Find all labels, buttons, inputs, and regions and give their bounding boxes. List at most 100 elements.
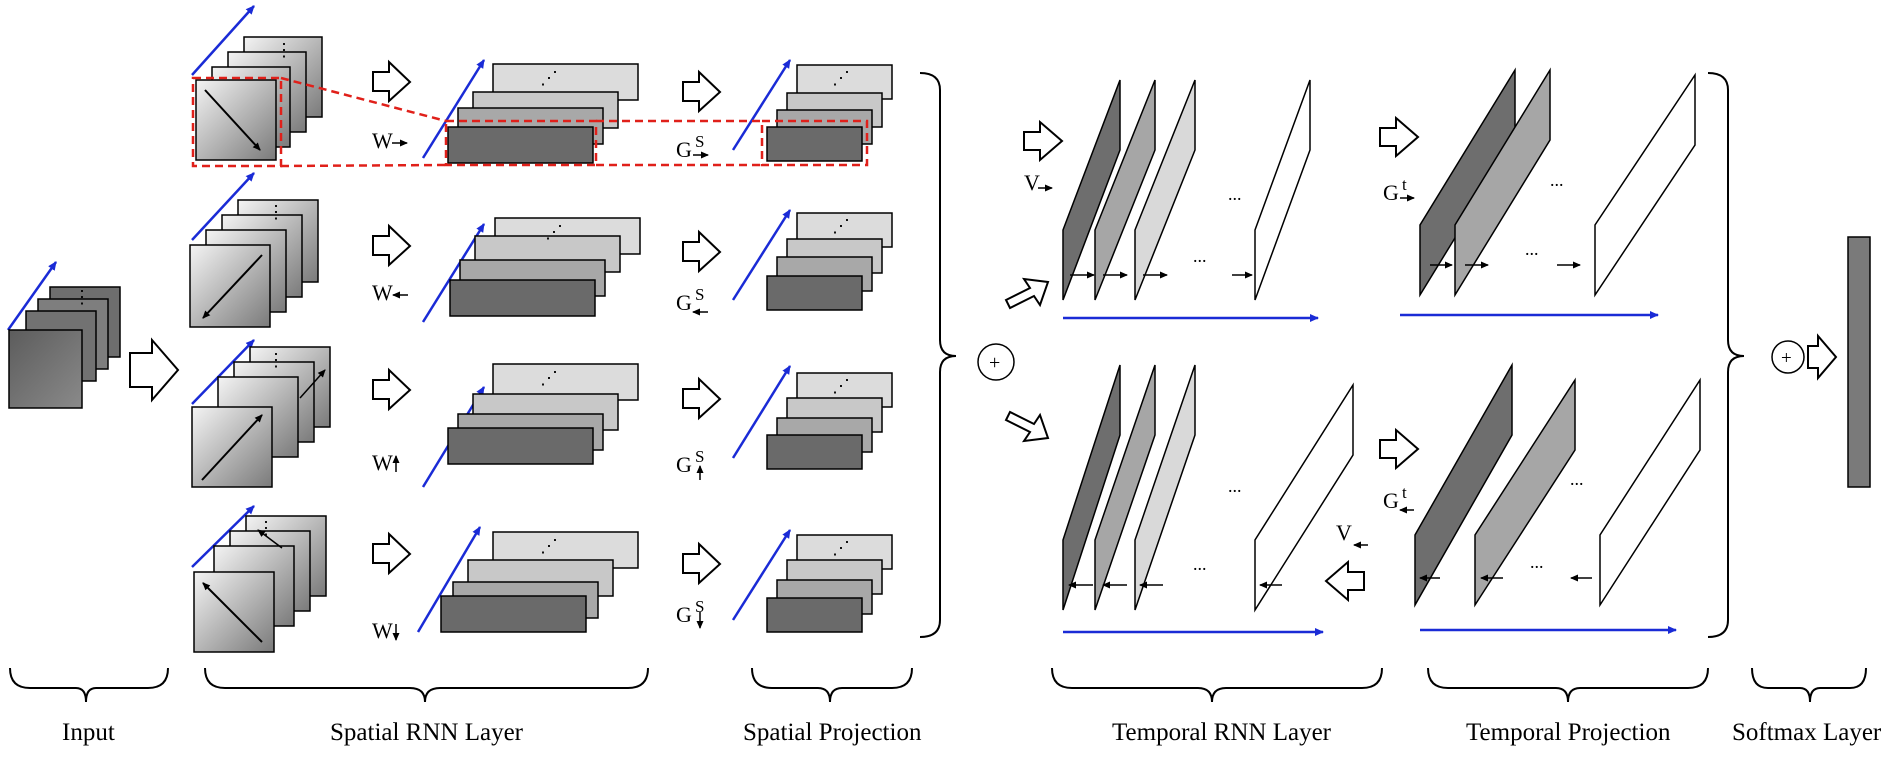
weight-v-right: V: [1024, 170, 1040, 195]
label-softmax: Softmax Layer: [1732, 719, 1882, 746]
weight-g-temporal-left: G: [1383, 488, 1399, 513]
weight-w-left: W: [372, 280, 393, 305]
svg-text:...: ...: [1525, 239, 1539, 259]
arrow-icon: [372, 367, 412, 412]
svg-text:S: S: [695, 285, 704, 304]
arrow-icon: [682, 541, 722, 586]
arrow-icon: [682, 69, 722, 114]
scan-direction-arrow: [202, 582, 263, 643]
svg-text:⋮: ⋮: [267, 202, 285, 222]
split-arrows: [1004, 277, 1050, 443]
spatial-weight-labels: W W W W: [372, 128, 408, 643]
arrow-icon: [1023, 119, 1064, 163]
scan-direction-arrow: [201, 414, 263, 481]
temporal-rnn-top: V ... ...: [1023, 79, 1319, 322]
spatial-hidden-stack-1: ⋰: [421, 59, 639, 164]
input-volume: ⋮: [6, 261, 121, 409]
svg-text:...: ...: [1228, 184, 1242, 204]
arrow-icon: [1379, 427, 1420, 471]
svg-text:S: S: [695, 132, 704, 151]
projection-hollow-arrows: [682, 69, 722, 586]
weight-g-temporal-right: G: [1383, 180, 1399, 205]
svg-text:⋮: ⋮: [267, 350, 285, 370]
bottom-braces: [9, 667, 1867, 703]
sum-node: [1771, 340, 1805, 374]
input-front-slice: [8, 329, 83, 409]
spatial-projection-labels: G S G S G S G S: [676, 132, 709, 629]
softmax-output-bar: [1847, 236, 1871, 488]
arrow-icon: [1004, 410, 1050, 443]
svg-text:...: ...: [1550, 170, 1564, 190]
softmax-block: +: [1771, 236, 1871, 488]
weight-g-right: G: [676, 137, 692, 162]
scan-direction-arrow: [204, 89, 261, 151]
spatial-input-stack-2: ⋮: [189, 172, 319, 328]
label-temporal-rnn: Temporal RNN Layer: [1112, 719, 1332, 746]
svg-text:...: ...: [1193, 554, 1207, 574]
weight-w-right: W: [372, 128, 393, 153]
spatial-projection-stack-2: ⋰: [731, 209, 893, 311]
arrow-icon: [1379, 115, 1420, 159]
arrow-icon: [1807, 333, 1838, 381]
svg-text:⋰: ⋰: [832, 538, 850, 558]
svg-text:+: +: [1781, 348, 1792, 369]
svg-text:S: S: [695, 447, 704, 466]
merge-brace: [919, 72, 957, 638]
arrow-icon: [682, 376, 722, 421]
temporal-projection-top: G t ... ...: [1379, 67, 1696, 319]
sum-node: +: [977, 343, 1015, 381]
merge-brace: [1707, 72, 1745, 638]
svg-text:⋰: ⋰: [832, 68, 850, 88]
label-temporal-projection: Temporal Projection: [1466, 719, 1671, 746]
spatial-hollow-arrows: [372, 59, 412, 576]
arrow-icon: [682, 229, 722, 274]
arrow-icon: [1004, 277, 1050, 310]
vdots-symbol: ⋮: [73, 287, 91, 307]
svg-text:⋰: ⋰: [832, 216, 850, 236]
spatial-projection-stack-3: ⋰: [731, 365, 893, 470]
spatial-hidden-stack-4: ⋰: [416, 526, 639, 633]
svg-text:...: ...: [1570, 469, 1584, 489]
input-to-spatial-arrow-icon: [129, 337, 180, 403]
arrow-icon: [372, 59, 412, 104]
label-input: Input: [62, 719, 115, 746]
weight-g-up: G: [676, 452, 692, 477]
weight-g-down: G: [676, 602, 692, 627]
svg-text:⋮: ⋮: [257, 518, 275, 538]
svg-text:⋰: ⋰: [540, 536, 558, 556]
svg-text:...: ...: [1193, 246, 1207, 266]
svg-text:S: S: [695, 597, 704, 616]
arrow-icon: [372, 223, 412, 268]
label-spatial-rnn: Spatial RNN Layer: [330, 719, 524, 746]
temporal-projection-bottom: G t ... ...: [1379, 362, 1701, 634]
svg-text:⋰: ⋰: [545, 222, 563, 242]
weight-w-up: W: [372, 450, 393, 475]
spatial-projection-stack-1: ⋰: [731, 59, 893, 162]
temporal-rnn-bottom: ... ... V: [1062, 364, 1368, 636]
scan-direction-arrow: [202, 254, 263, 319]
red-dashed-highlight: [191, 76, 869, 168]
weight-g-left: G: [676, 290, 692, 315]
svg-text:t: t: [1402, 483, 1407, 502]
input-axis-arrow: [6, 261, 58, 331]
svg-text:⋰: ⋰: [540, 368, 558, 388]
spatial-input-stack-1: ⋮: [191, 5, 323, 161]
svg-text:+: +: [989, 352, 1000, 374]
svg-text:⋮: ⋮: [275, 40, 293, 60]
spatial-input-stack-3: ⋮: [191, 339, 331, 488]
arrow-icon: [1324, 559, 1365, 603]
svg-text:...: ...: [1530, 552, 1544, 572]
spatial-hidden-stack-3: ⋰: [421, 363, 639, 488]
svg-text:...: ...: [1228, 476, 1242, 496]
weight-v-left: V: [1336, 520, 1352, 545]
arrow-icon: [372, 531, 412, 576]
spatial-projection-stack-4: ⋰: [731, 529, 893, 633]
spatial-hidden-stack-2: ⋰: [421, 217, 641, 323]
label-spatial-projection: Spatial Projection: [743, 719, 922, 746]
section-labels: Input Spatial RNN Layer Spatial Projecti…: [62, 719, 1882, 746]
spatial-input-stack-4: ⋮: [191, 505, 327, 653]
weight-w-down: W: [372, 618, 393, 643]
svg-text:⋰: ⋰: [540, 68, 558, 88]
svg-text:t: t: [1402, 175, 1407, 194]
svg-text:⋰: ⋰: [832, 376, 850, 396]
